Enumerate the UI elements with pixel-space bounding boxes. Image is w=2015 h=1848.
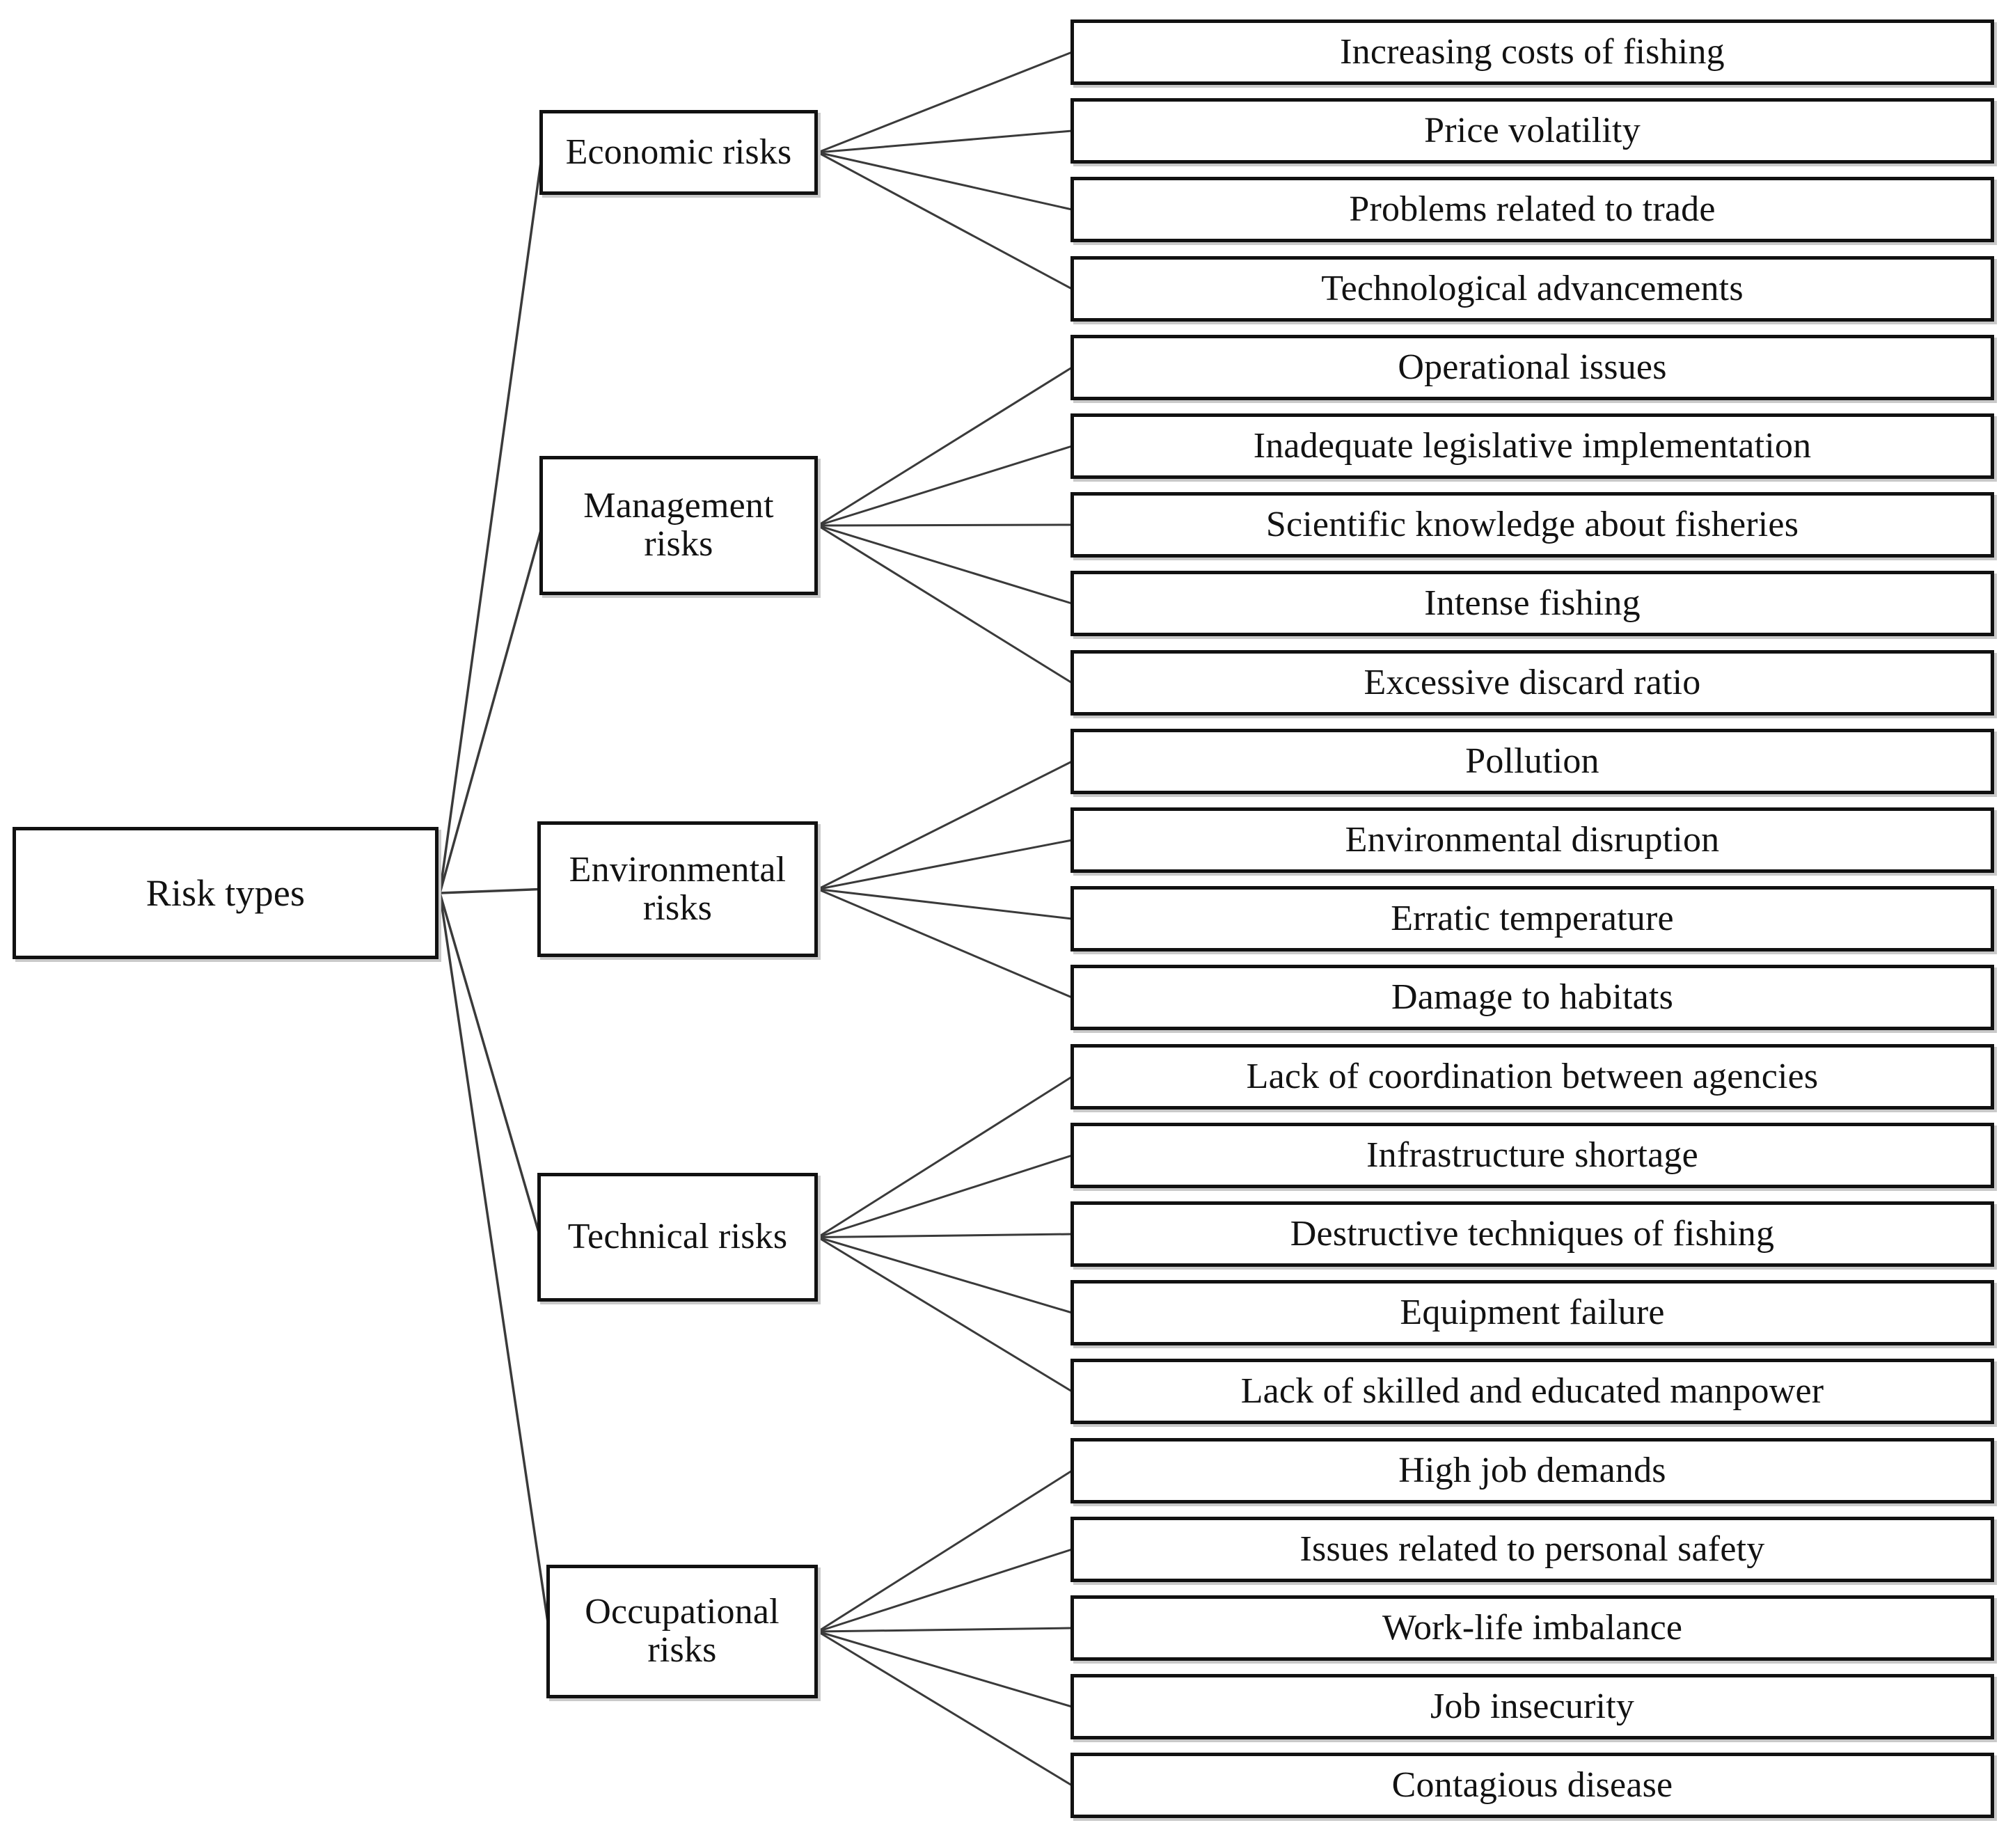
leaf-node-label: Lack of skilled and educated manpower xyxy=(1240,1371,1824,1411)
leaf-node-infrastructure-shortage[interactable]: Infrastructure shortage xyxy=(1070,1123,1994,1188)
root-node-risk-types[interactable]: Risk types xyxy=(13,827,438,959)
leaf-node-label: Increasing costs of fishing xyxy=(1340,31,1725,72)
leaf-node-increasing-costs-of-fishing[interactable]: Increasing costs of fishing xyxy=(1070,19,1994,85)
leaf-node-label: Work-life imbalance xyxy=(1382,1607,1683,1648)
leaf-node-label: Lack of coordination between agencies xyxy=(1246,1056,1819,1096)
leaf-node-erratic-temperature[interactable]: Erratic temperature xyxy=(1070,886,1994,951)
leaf-node-environmental-disruption[interactable]: Environmental disruption xyxy=(1070,807,1994,873)
leaf-node-price-volatility[interactable]: Price volatility xyxy=(1070,98,1994,164)
leaf-node-label: Destructive techniques of fishing xyxy=(1290,1213,1775,1254)
leaf-node-issues-related-to-personal-safety[interactable]: Issues related to personal safety xyxy=(1070,1517,1994,1582)
leaf-node-intense-fishing[interactable]: Intense fishing xyxy=(1070,571,1994,636)
leaf-node-label: Pollution xyxy=(1465,741,1599,781)
leaf-node-label: Equipment failure xyxy=(1400,1292,1665,1332)
leaf-node-excessive-discard-ratio[interactable]: Excessive discard ratio xyxy=(1070,650,1994,716)
leaf-node-damage-to-habitats[interactable]: Damage to habitats xyxy=(1070,965,1994,1030)
leaf-node-destructive-techniques-of-fishing[interactable]: Destructive techniques of fishing xyxy=(1070,1201,1994,1267)
category-node-management-risks[interactable]: Management risks xyxy=(539,456,818,595)
leaf-node-label: Operational issues xyxy=(1398,347,1667,387)
leaf-node-label: Contagious disease xyxy=(1391,1764,1673,1805)
leaf-node-label: Inadequate legislative implementation xyxy=(1253,425,1812,466)
leaf-node-contagious-disease[interactable]: Contagious disease xyxy=(1070,1753,1994,1818)
leaf-node-problems-related-to-trade[interactable]: Problems related to trade xyxy=(1070,177,1994,242)
leaf-node-label: Intense fishing xyxy=(1424,583,1641,623)
category-node-economic-risks[interactable]: Economic risks xyxy=(539,110,818,195)
leaf-node-label: Scientific knowledge about fisheries xyxy=(1265,504,1799,544)
category-node-occupational-risks[interactable]: Occupational risks xyxy=(546,1565,818,1698)
leaf-node-pollution[interactable]: Pollution xyxy=(1070,729,1994,794)
leaf-node-work-life-imbalance[interactable]: Work-life imbalance xyxy=(1070,1595,1994,1661)
leaf-node-label: Job insecurity xyxy=(1430,1686,1635,1726)
leaf-node-scientific-knowledge-about-fisheries[interactable]: Scientific knowledge about fisheries xyxy=(1070,492,1994,558)
category-node-label: Occupational risks xyxy=(585,1592,780,1670)
leaf-node-label: Technological advancements xyxy=(1321,268,1744,308)
category-node-label: Technical risks xyxy=(567,1217,788,1257)
leaf-node-label: Issues related to personal safety xyxy=(1299,1529,1765,1569)
root-node-label: Risk types xyxy=(145,871,306,914)
leaf-node-inadequate-legislative-implementation[interactable]: Inadequate legislative implementation xyxy=(1070,413,1994,479)
leaf-node-label: Problems related to trade xyxy=(1349,189,1716,229)
leaf-node-technological-advancements[interactable]: Technological advancements xyxy=(1070,256,1994,322)
leaf-node-label: Erratic temperature xyxy=(1391,898,1674,938)
leaf-node-operational-issues[interactable]: Operational issues xyxy=(1070,335,1994,400)
category-node-environmental-risks[interactable]: Environmental risks xyxy=(537,821,818,957)
leaf-node-lack-of-coordination-between-agencies[interactable]: Lack of coordination between agencies xyxy=(1070,1044,1994,1109)
category-node-label: Economic risks xyxy=(565,132,792,172)
leaf-node-label: Environmental disruption xyxy=(1345,819,1720,860)
leaf-node-label: Damage to habitats xyxy=(1391,977,1674,1017)
leaf-node-equipment-failure[interactable]: Equipment failure xyxy=(1070,1280,1994,1345)
leaf-node-label: High job demands xyxy=(1398,1450,1666,1490)
leaf-node-label: Infrastructure shortage xyxy=(1366,1135,1698,1175)
leaf-node-label: Price volatility xyxy=(1424,110,1641,150)
leaf-node-job-insecurity[interactable]: Job insecurity xyxy=(1070,1674,1994,1739)
category-node-label: Management risks xyxy=(583,486,774,564)
category-node-label: Environmental risks xyxy=(569,849,787,928)
category-node-technical-risks[interactable]: Technical risks xyxy=(537,1173,818,1302)
leaf-node-label: Excessive discard ratio xyxy=(1364,662,1701,702)
leaf-node-high-job-demands[interactable]: High job demands xyxy=(1070,1438,1994,1503)
leaf-node-lack-of-skilled-and-educated-manpower[interactable]: Lack of skilled and educated manpower xyxy=(1070,1359,1994,1424)
